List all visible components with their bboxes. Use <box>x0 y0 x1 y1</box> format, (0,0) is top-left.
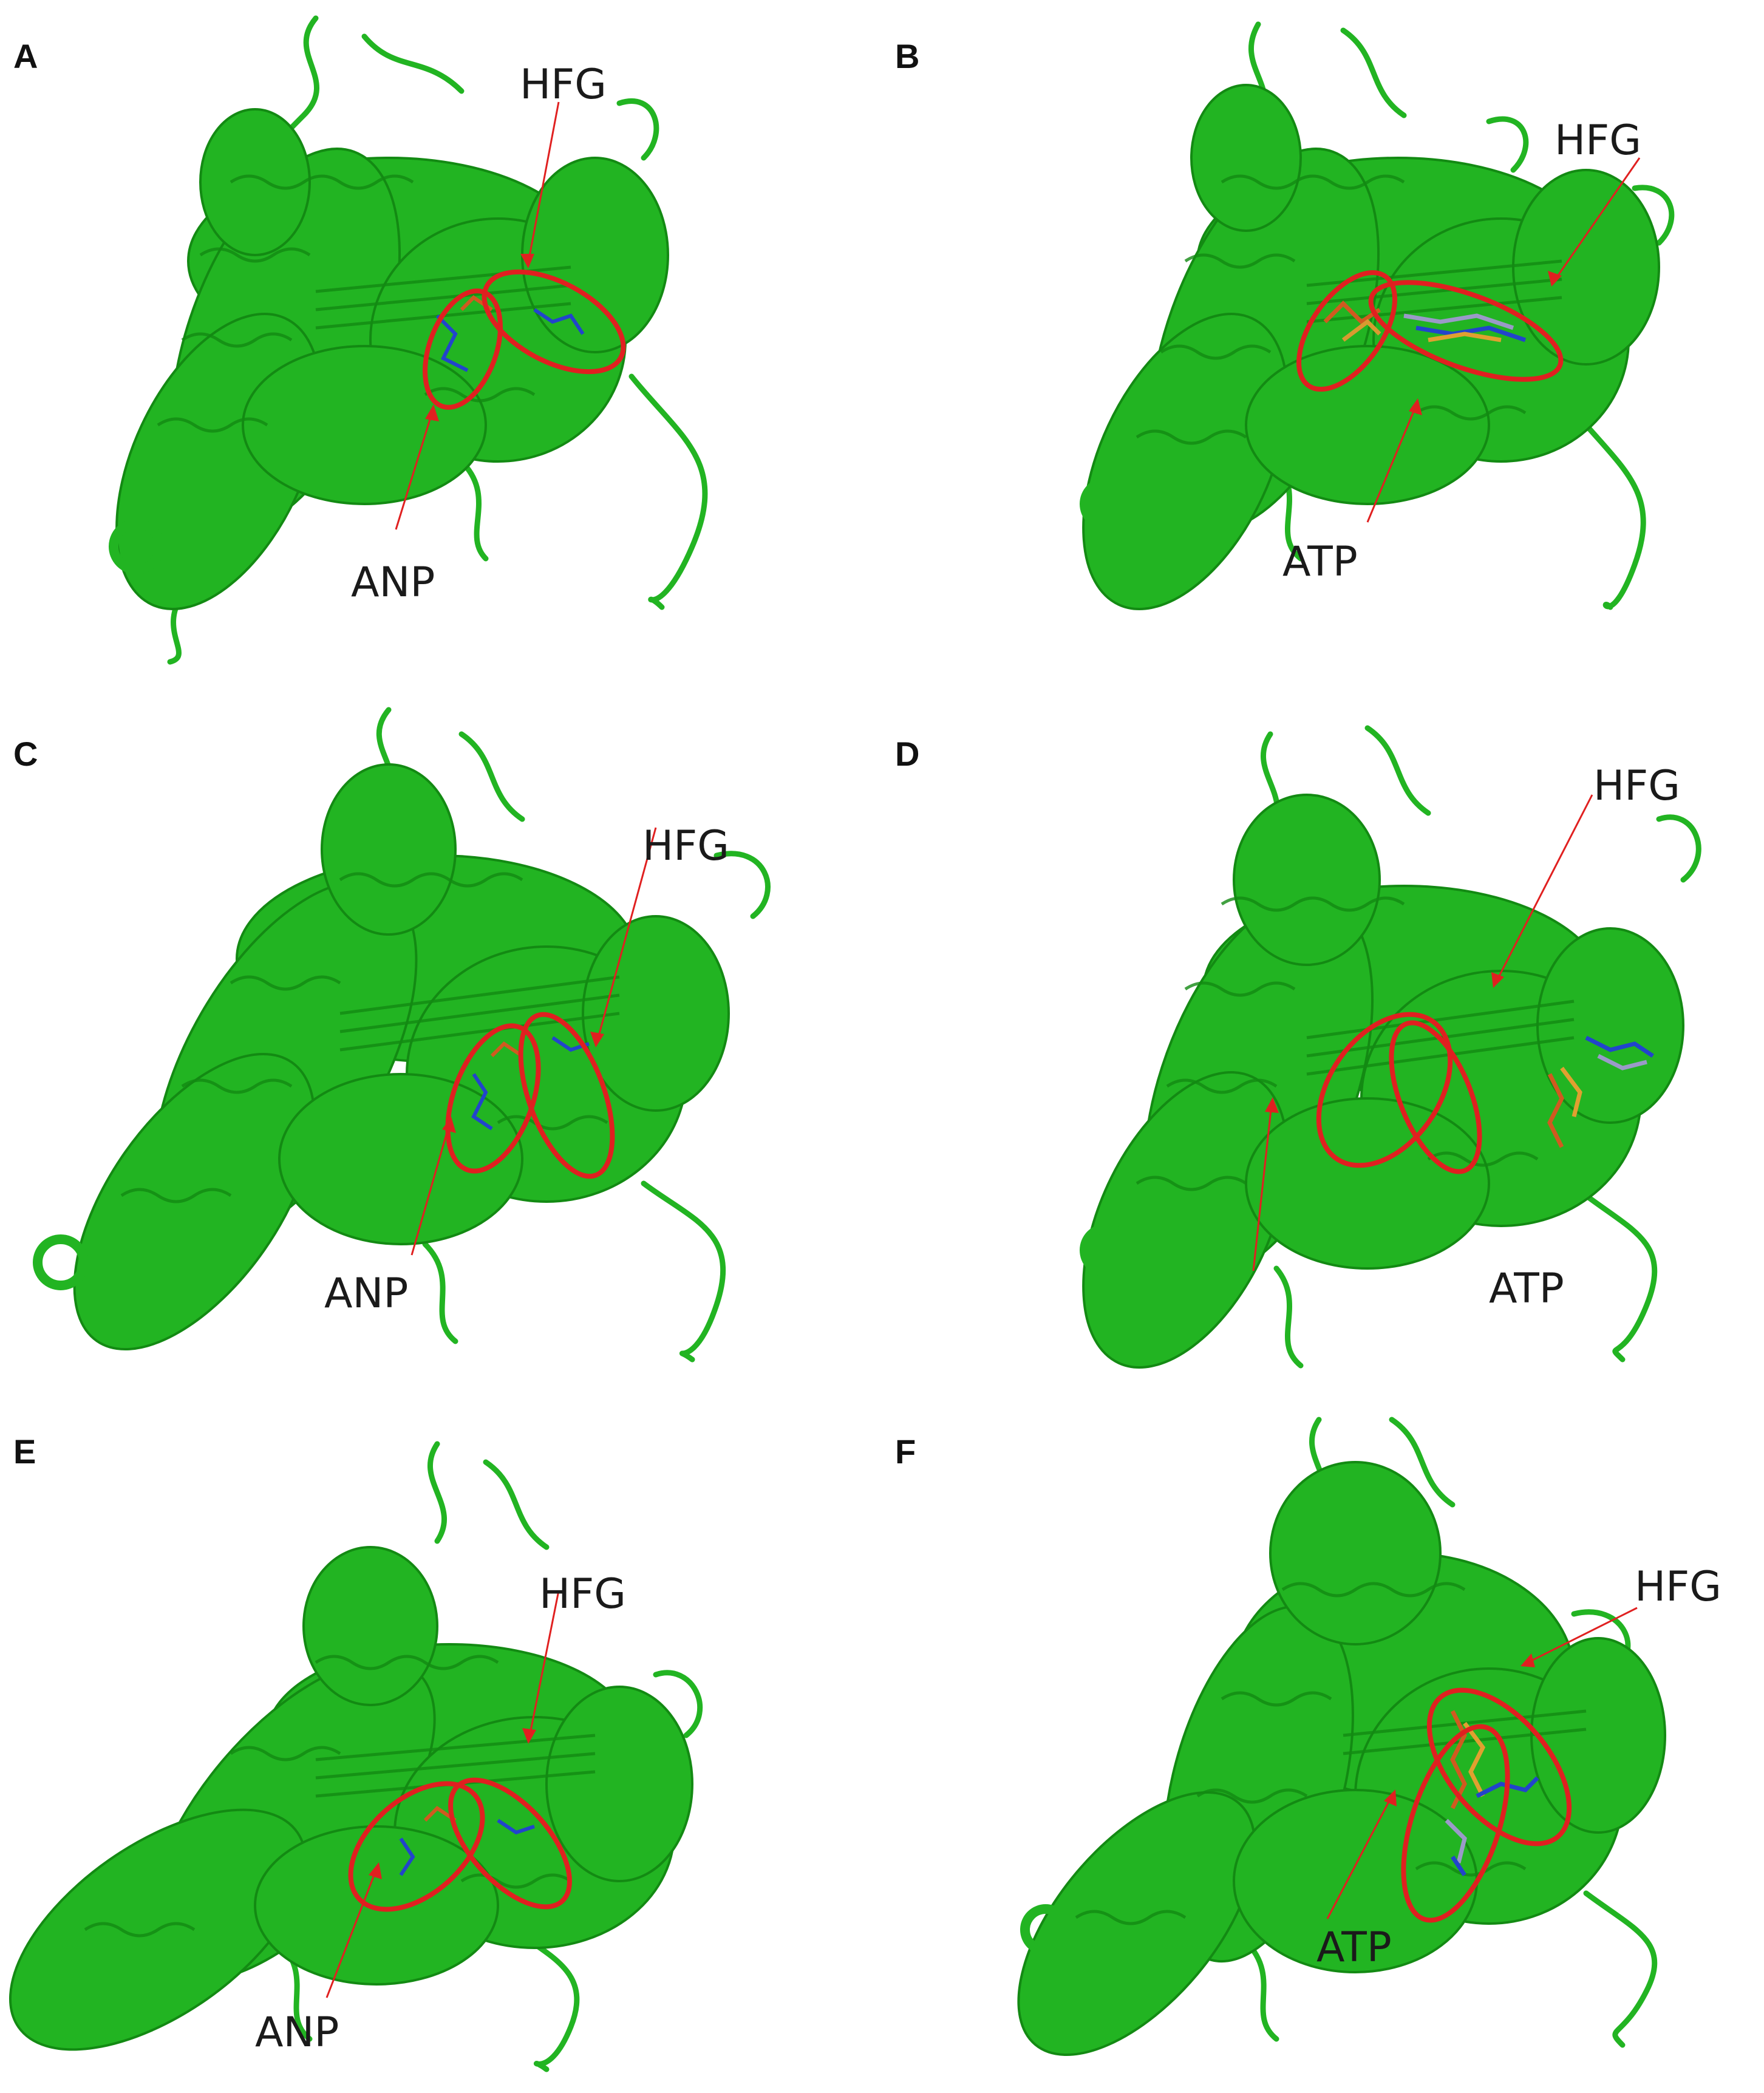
panel-letter: C <box>13 735 38 773</box>
panel-letter: B <box>895 37 920 75</box>
panel-b: B HFG ATP <box>882 0 1763 698</box>
ligand-label: ATP <box>1316 1924 1392 1972</box>
panel-letter: E <box>13 1432 36 1471</box>
panel-c: C HFG ANP <box>0 698 882 1395</box>
site-label: HFG <box>642 822 729 870</box>
panel-a: A HFG ANP <box>0 0 882 698</box>
panel-letter: D <box>895 735 920 773</box>
panel-e: E HFG ANP <box>0 1395 882 2093</box>
site-label: HFG <box>539 1570 626 1618</box>
site-label: HFG <box>520 61 607 109</box>
protein-structure-d <box>1080 725 1701 1369</box>
protein-structure-b <box>1080 21 1675 610</box>
ligand-label: ANP <box>255 2009 339 2057</box>
protein-structure-a <box>109 15 708 665</box>
protein-structure-e <box>9 1441 703 2072</box>
ligand-label: ANP <box>324 1270 409 1318</box>
site-label: HFG <box>1593 762 1680 810</box>
site-label: HFG <box>1555 117 1641 165</box>
ligand-label: ATP <box>1282 538 1358 586</box>
protein-structure-c <box>33 707 771 1363</box>
panel-f: F HFG ATP <box>882 1395 1763 2093</box>
panel-letter: F <box>895 1432 916 1471</box>
protein-structure-f <box>1017 1417 1666 2056</box>
ligand-label: ATP <box>1489 1265 1564 1313</box>
ligand-label: ANP <box>351 559 435 607</box>
site-label: HFG <box>1635 1563 1721 1611</box>
panel-d: D HFG ATP <box>882 698 1763 1395</box>
panel-letter: A <box>13 37 38 75</box>
